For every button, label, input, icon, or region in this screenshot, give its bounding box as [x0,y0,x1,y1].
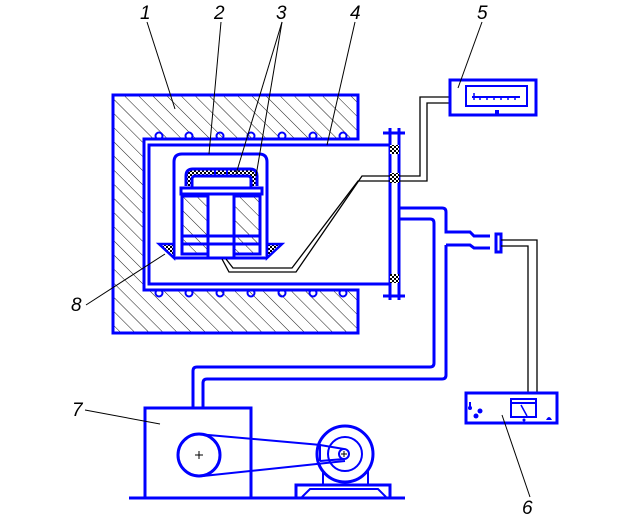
seal-middle [390,173,399,183]
specimen-holder [179,167,264,258]
inner-cap [172,152,269,256]
thermocouple-wires [221,96,450,273]
support-ring [155,242,286,261]
temperature-gauge [448,78,538,117]
label-1: 1 [140,3,151,24]
vacuum-meter [464,391,559,425]
part-labels: 1 2 3 4 5 6 7 8 [71,3,533,519]
motor [294,424,392,498]
label-3: 3 [276,3,287,24]
label-6: 6 [522,498,533,519]
seal-top [390,145,399,154]
leader-lines [84,21,531,498]
label-4: 4 [350,3,361,24]
seal-bottom [390,274,399,283]
label-2: 2 [213,3,225,24]
label-8: 8 [71,295,82,316]
heater-coils-top [154,131,348,141]
heater-coils-bottom [154,288,348,298]
label-5: 5 [477,3,488,24]
furnace-body [111,93,360,335]
vacuum-sensor [494,232,538,392]
label-7: 7 [72,400,84,421]
vacuum-pipe [191,206,490,408]
vacuum-pump [129,406,405,500]
